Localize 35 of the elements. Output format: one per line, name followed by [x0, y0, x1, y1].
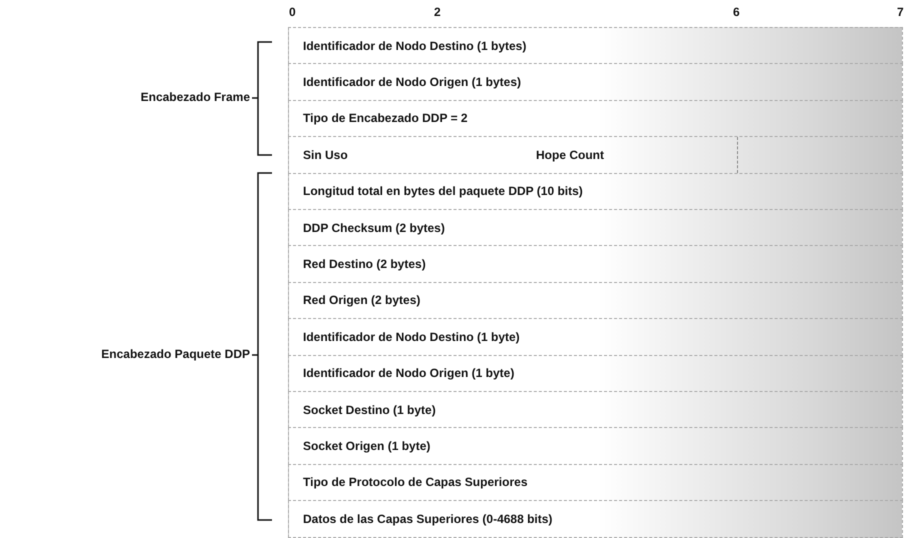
field-row	[288, 318, 903, 356]
bit-tick-label: 7	[897, 5, 904, 19]
field-row	[288, 464, 903, 502]
field-label: Socket Destino (1 byte)	[303, 402, 436, 417]
field-label: DDP Checksum (2 bytes)	[303, 220, 445, 235]
field-row	[288, 500, 903, 538]
bracket-label: Encabezado Paquete DDP	[101, 347, 250, 361]
bracket-label: Encabezado Frame	[140, 90, 250, 104]
field-label: Red Origen (2 bytes)	[303, 293, 420, 308]
field-row	[288, 209, 903, 246]
field-label: Datos de las Capas Superiores (0-4688 bits)	[303, 512, 552, 526]
field-row	[288, 282, 903, 320]
field-label: Identificador de Nodo Destino (1 bytes)	[303, 38, 526, 53]
field-row	[288, 427, 903, 465]
field-label: Hope Count	[536, 148, 604, 162]
field-label: Longitud total en bytes del paquete DDP (10 bits)	[303, 184, 583, 198]
field-label: Sin Uso	[303, 148, 348, 162]
field-label: Socket Origen (1 byte)	[303, 439, 430, 454]
field-label: Tipo de Encabezado DDP = 2	[303, 111, 468, 126]
field-row	[288, 172, 903, 210]
field-row	[288, 354, 903, 392]
field-row	[288, 136, 903, 174]
field-row	[288, 100, 903, 138]
field-label: Identificador de Nodo Destino (1 byte)	[303, 330, 520, 344]
field-label: Red Destino (2 bytes)	[303, 257, 426, 272]
field-row	[288, 63, 903, 101]
field-row	[288, 27, 903, 64]
bit-tick-label: 6	[733, 5, 740, 19]
field-label: Identificador de Nodo Origen (1 byte)	[303, 366, 514, 380]
field-label: Tipo de Protocolo de Capas Superiores	[303, 475, 528, 490]
field-label: Identificador de Nodo Origen (1 bytes)	[303, 75, 522, 90]
bit-tick-label: 0	[289, 5, 296, 19]
field-row	[288, 245, 903, 283]
bit-tick-label: 2	[434, 5, 441, 19]
field-row	[288, 391, 903, 428]
